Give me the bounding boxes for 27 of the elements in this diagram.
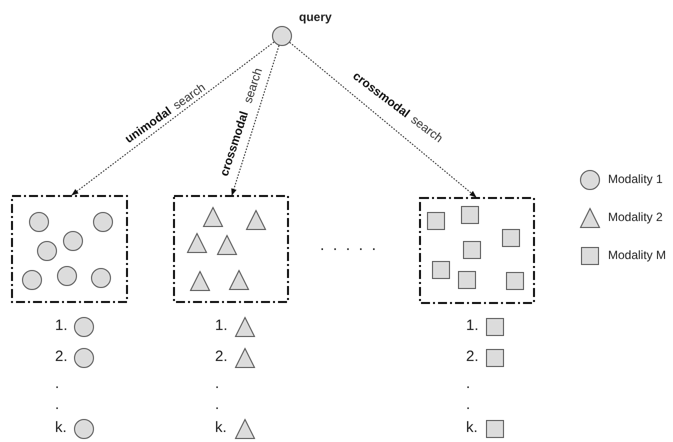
rank-number: . [215, 397, 220, 412]
rank-number: 1. [215, 318, 228, 333]
dash-dot-frame [419, 197, 535, 304]
query-circle [272, 26, 292, 46]
legend-label: Modality 2 [608, 210, 663, 224]
rank-number: 2. [55, 349, 68, 364]
node-caption: query [299, 10, 332, 24]
rank-number: . [466, 397, 470, 412]
rank-number: . [466, 376, 470, 391]
dash-dot-frame [173, 195, 289, 303]
rank-number: 2. [466, 349, 479, 364]
rank-number: . [215, 376, 220, 391]
rank-number: 1. [466, 318, 479, 333]
dotted-arrow [231, 45, 280, 196]
rank-number: . [55, 397, 60, 412]
dash-dot-frame [11, 195, 128, 303]
rank-number: . [55, 376, 60, 391]
rank-number: 1. [55, 318, 68, 333]
dotted-arrow [71, 42, 275, 196]
rank-number: k. [55, 420, 67, 435]
rank-number: 2. [215, 349, 228, 364]
rank-number: k. [215, 420, 227, 435]
ellipsis: . . . . . [320, 238, 378, 254]
rank-number: k. [466, 420, 478, 435]
dotted-arrow [289, 42, 477, 198]
legend-label: Modality 1 [608, 172, 663, 186]
legend-label: Modality M [608, 248, 666, 262]
